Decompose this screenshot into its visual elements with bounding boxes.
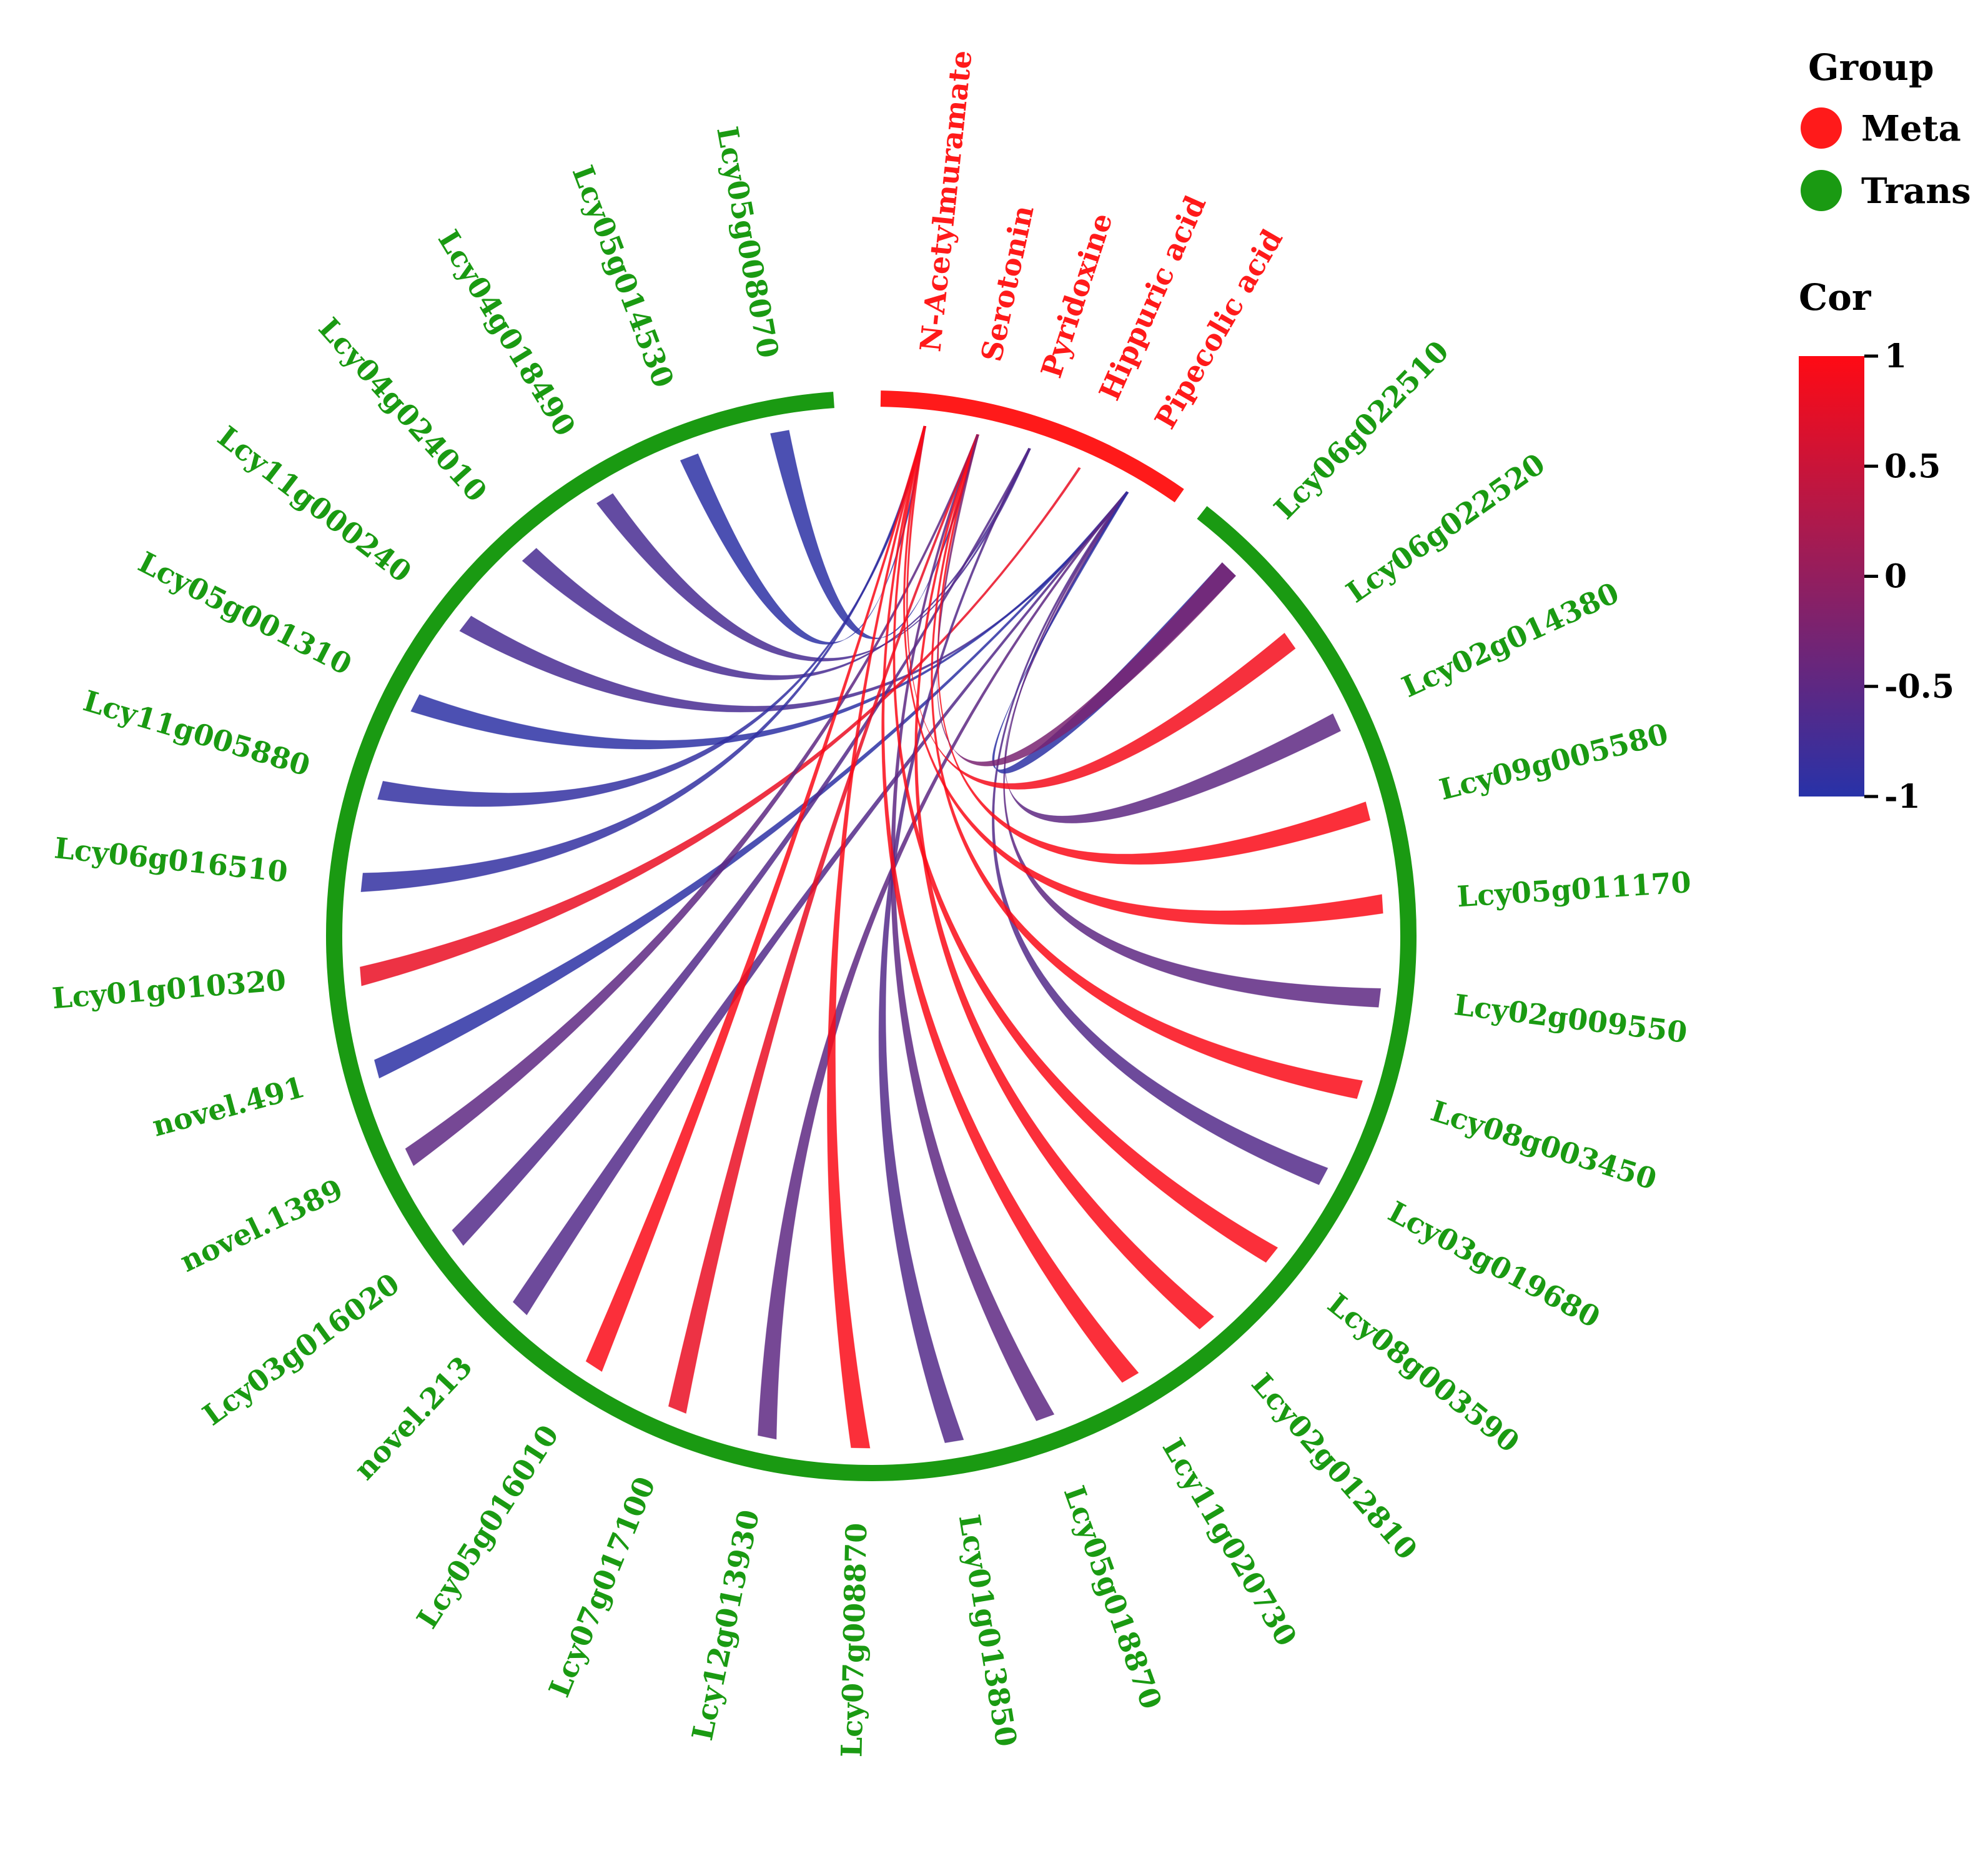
- node-label-lcy11g000240: Lcy11g000240: [212, 419, 418, 589]
- node-label-lcy05g018870: Lcy05g018870: [1057, 1482, 1169, 1714]
- chord-link-lcy06g022510-serotonin: [936, 434, 1237, 767]
- legend-tick-label: 0.5: [1884, 447, 1941, 485]
- chord-link-lcy06g022520-n-acetylmuramate: [906, 425, 1296, 790]
- chord-links: [359, 425, 1383, 1449]
- node-label-lcy06g022510: Lcy06g022510: [1267, 334, 1455, 525]
- node-label-lcy05g014530: Lcy05g014530: [566, 161, 681, 392]
- chord-link-lcy02g014380-pipecolic-acid: [1004, 491, 1342, 823]
- chord-link-lcy01g010320-hippuric-acid: [359, 467, 1081, 986]
- legend-colorbar: [1799, 356, 1864, 797]
- node-label-lcy02g012810: Lcy02g012810: [1245, 1367, 1424, 1566]
- node-label-lcy06g022520: Lcy06g022520: [1340, 447, 1551, 609]
- legend-group-title: Group: [1808, 46, 1934, 89]
- ring-arc-trans: [326, 392, 1417, 1481]
- node-label-lcy02g009550: Lcy02g009550: [1452, 988, 1689, 1050]
- ring-arc-meta: [880, 390, 1184, 503]
- node-label-lcy04g018490: Lcy04g018490: [432, 224, 582, 442]
- legend-label-meta: Meta: [1861, 108, 1961, 149]
- node-label-lcy12g013930: Lcy12g013930: [685, 1507, 766, 1743]
- node-label-lcy08g003450: Lcy08g003450: [1427, 1094, 1661, 1196]
- legend-tick-label: 0: [1884, 558, 1907, 596]
- node-label-lcy02g014380: Lcy02g014380: [1397, 575, 1624, 704]
- node-label-lcy03g016020: Lcy03g016020: [197, 1266, 406, 1432]
- node-label-novel-491: novel.491: [149, 1070, 308, 1143]
- node-label-lcy05g001310: Lcy05g001310: [133, 545, 357, 682]
- legend-color-title: Cor: [1799, 276, 1872, 319]
- node-label-lcy01g010320: Lcy01g010320: [51, 963, 287, 1016]
- legend-tick-label: 1: [1884, 337, 1907, 375]
- node-label-lcy05g016010: Lcy05g016010: [410, 1419, 565, 1634]
- legend-swatch-trans: [1801, 170, 1842, 211]
- chord-link-lcy06g022510-pipecolic-acid: [992, 491, 1237, 774]
- node-label-lcy11g005880: Lcy11g005880: [79, 683, 314, 782]
- node-label-lcy05g011170: Lcy05g011170: [1456, 865, 1692, 913]
- node-label-lcy05g008070: Lcy05g008070: [710, 124, 785, 360]
- legend-label-trans: Trans: [1861, 171, 1971, 212]
- node-label-lcy07g017100: Lcy07g017100: [542, 1472, 662, 1702]
- node-label-serotonin: Serotonin: [974, 202, 1041, 364]
- chord-link-lcy01g013850-pyridoxine: [878, 447, 1031, 1444]
- node-label-lcy04g024010: Lcy04g024010: [312, 311, 494, 508]
- node-label-novel-1389: novel.1389: [175, 1172, 348, 1278]
- node-label-lcy11g020730: Lcy11g020730: [1156, 1432, 1303, 1652]
- group-ring: [326, 390, 1417, 1481]
- node-label-lcy03g019680: Lcy03g019680: [1383, 1194, 1606, 1334]
- chord-link-lcy05g018870-serotonin: [891, 434, 1055, 1421]
- legend-tick-label: -0.5: [1884, 668, 1954, 706]
- chord-link-lcy04g024010-pyridoxine: [522, 447, 1031, 680]
- node-label-lcy08g003590: Lcy08g003590: [1322, 1287, 1526, 1459]
- node-label-pyridoxine: Pyridoxine: [1034, 209, 1119, 382]
- node-label-lcy01g013850: Lcy01g013850: [952, 1512, 1024, 1749]
- node-label-n-acetylmuramate: N-Acetylmuramate: [913, 49, 978, 354]
- node-label-lcy09g005580: Lcy09g005580: [1436, 717, 1671, 806]
- node-label-novel-213: novel.213: [347, 1350, 479, 1487]
- legend-tick-label: -1: [1884, 778, 1921, 816]
- node-label-lcy07g008870: Lcy07g008870: [834, 1522, 873, 1757]
- node-label-lcy06g016510: Lcy06g016510: [52, 831, 289, 889]
- node-labels: Lcy06g022510Lcy06g022520Lcy02g014380Lcy0…: [51, 49, 1692, 1758]
- legend-swatch-meta: [1801, 107, 1842, 149]
